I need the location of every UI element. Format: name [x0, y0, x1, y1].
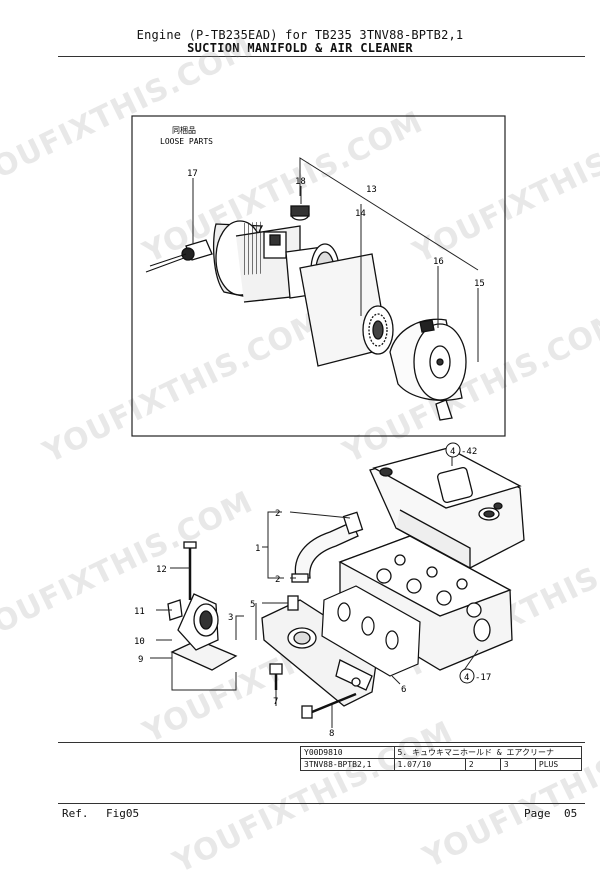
- air-filter-element: [299, 253, 394, 367]
- date-code: 1.07/10: [393, 758, 466, 771]
- table-rule: [58, 742, 585, 743]
- cell-3: 3: [499, 758, 536, 771]
- callout-13: 13: [366, 185, 377, 195]
- air-cleaner-assembly: [145, 205, 340, 303]
- ref-number: 4: [464, 673, 469, 683]
- ref-number: 4: [450, 447, 455, 457]
- ref-label: -17: [475, 673, 491, 683]
- callout-1: 1: [255, 544, 260, 554]
- callout-5: 5: [250, 600, 255, 610]
- footer-page-label: Page: [524, 807, 551, 820]
- callout-14: 14: [355, 209, 366, 219]
- ref-circle-4-42: 4 -42: [445, 442, 477, 458]
- footer-page-number: 05: [564, 807, 578, 820]
- callout-2: 2: [275, 509, 280, 519]
- callout-7: 7: [273, 697, 278, 707]
- valve-cover: [369, 447, 525, 570]
- leader-lines-bottom: [150, 454, 479, 728]
- manifold-gasket: [321, 585, 421, 677]
- callout-17: 17: [187, 169, 198, 179]
- footer-fig: Fig05: [106, 807, 140, 820]
- callouts: 17 18 13 14 16 15 2 1 2 12 5 3 11 10 9 7…: [134, 169, 485, 739]
- callout-3: 3: [228, 613, 233, 623]
- catalog-code: Y00D9810: [300, 746, 395, 759]
- air-cleaner-cover: [389, 318, 467, 421]
- intake-manifold: [261, 599, 379, 707]
- parts-diagram: 同梱品 LOOSE PARTS: [131, 115, 525, 739]
- footer-ref-label: Ref.: [62, 807, 89, 820]
- info-table: Y00D9810 5. キュウキマニホールド & エアクリーナ 3TNV88-B…: [300, 746, 583, 771]
- callout-11: 11: [134, 607, 145, 617]
- page-title: Engine (P-TB235EAD) for TB235 3TNV88-BPT…: [136, 28, 464, 42]
- callout-10: 10: [134, 637, 145, 647]
- section-name-jp: 5. キュウキマニホールド & エアクリーナ: [393, 746, 583, 759]
- callout-16: 16: [433, 257, 444, 267]
- loose-parts-label: LOOSE PARTS: [160, 137, 213, 146]
- callout-12: 12: [156, 565, 167, 575]
- plus-flag: PLUS: [534, 758, 583, 771]
- callout-8: 8: [329, 729, 334, 739]
- callout-6: 6: [401, 685, 406, 695]
- callout-15: 15: [474, 279, 485, 289]
- page-subtitle: SUCTION MANIFOLD & AIR CLEANER: [187, 41, 413, 55]
- cell-2: 2: [464, 758, 501, 771]
- ref-label: -42: [461, 447, 477, 457]
- intake-elbow: [167, 541, 238, 671]
- callout-9: 9: [138, 655, 143, 665]
- footer-rule: [58, 803, 585, 804]
- leader-lines-top: [192, 157, 479, 362]
- ref-circle-4-17: 4 -17: [459, 668, 491, 684]
- loose-parts-label-jp: 同梱品: [172, 125, 196, 135]
- callout-18: 18: [295, 177, 306, 187]
- loose-parts-frame: [131, 115, 506, 437]
- bolts: [269, 663, 357, 719]
- header-rule: [58, 56, 585, 57]
- callout-2: 2: [275, 575, 280, 585]
- model-code: 3TNV88-BPTB2,1: [300, 758, 395, 771]
